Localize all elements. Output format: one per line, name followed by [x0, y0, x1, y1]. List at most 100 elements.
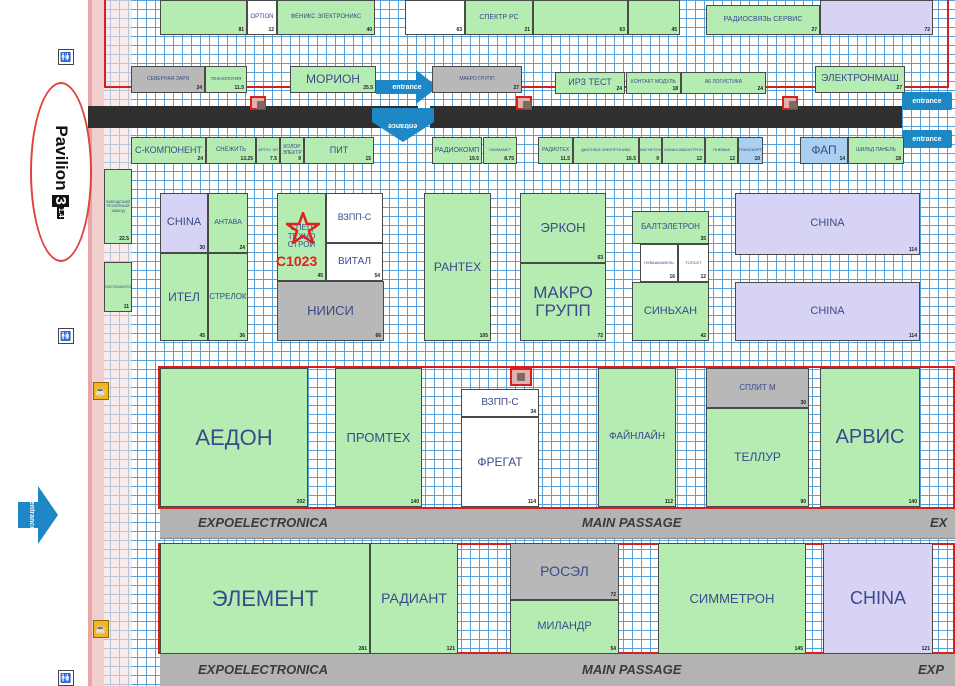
column-marker	[516, 96, 532, 110]
booth-name: КОНТАКТ МОДУЛЬ	[631, 79, 676, 86]
booth-name: МАКРО ГРУПП	[459, 75, 495, 82]
booth-area: 24	[239, 244, 245, 251]
booth-name: НИИСИ	[307, 303, 354, 319]
highlight-booth-code: C1023	[276, 253, 318, 269]
booth[interactable]: СПЕКТР РС 21	[465, 0, 533, 35]
booth-name: КОЛОР ЭЛЕКТР	[282, 144, 302, 156]
booth-area: 72	[597, 332, 603, 339]
booth-area: 30	[199, 244, 205, 251]
booth[interactable]: 63	[405, 0, 465, 35]
booth-name: НУВАШКАБЕЛЬ	[644, 259, 674, 265]
booth-name: OPTION	[250, 14, 274, 21]
arrow-down-icon	[372, 108, 434, 142]
booth[interactable]: ВЗПП-С	[326, 193, 383, 243]
booth-name: МАКРО ГРУПП	[533, 283, 593, 320]
booth-name: CHINA	[810, 217, 845, 230]
restroom-icon: 🚻	[58, 49, 74, 65]
star-icon	[286, 212, 320, 244]
booth-name: СПЕКТР РС	[479, 13, 519, 21]
column-marker	[510, 368, 532, 386]
booth[interactable]: 45	[628, 0, 680, 35]
booth[interactable]: 72	[820, 0, 933, 35]
booth[interactable]: АРВИС 140	[820, 368, 920, 507]
booth-name: CHINA	[849, 588, 906, 609]
passage-lower-center-label: MAIN PASSAGE	[582, 662, 682, 677]
pavilion-label: Pavilion 3 1.4	[49, 110, 73, 234]
booth-name: ЭЛЕМЕНТ	[211, 585, 319, 611]
booth[interactable]: OPTION 12	[247, 0, 277, 35]
booth-area: 72	[610, 591, 616, 598]
booth-area: 121	[921, 645, 930, 652]
arrow-right-icon	[376, 70, 438, 104]
booth[interactable]: МАКРО ГРУПП 72	[520, 263, 606, 341]
booth-area: 21	[524, 26, 530, 33]
booth-area: 114	[908, 246, 917, 253]
booth-area: 12	[696, 155, 702, 162]
booth-area: 27	[896, 84, 902, 91]
pavilion-highlight-ellipse	[30, 82, 92, 262]
booth[interactable]: 63	[533, 0, 628, 35]
booth[interactable]: 81	[160, 0, 247, 35]
booth[interactable]: CHINA 121	[823, 543, 933, 654]
booth-name: АРВИС	[835, 426, 905, 448]
booth-area: 12	[268, 26, 274, 33]
booth-area: 90	[800, 498, 806, 505]
booth-area: 140	[908, 498, 917, 505]
booth[interactable]: CHINA 114	[735, 193, 920, 255]
booth-area: 35	[700, 235, 706, 242]
booth-area: 10	[754, 155, 760, 162]
